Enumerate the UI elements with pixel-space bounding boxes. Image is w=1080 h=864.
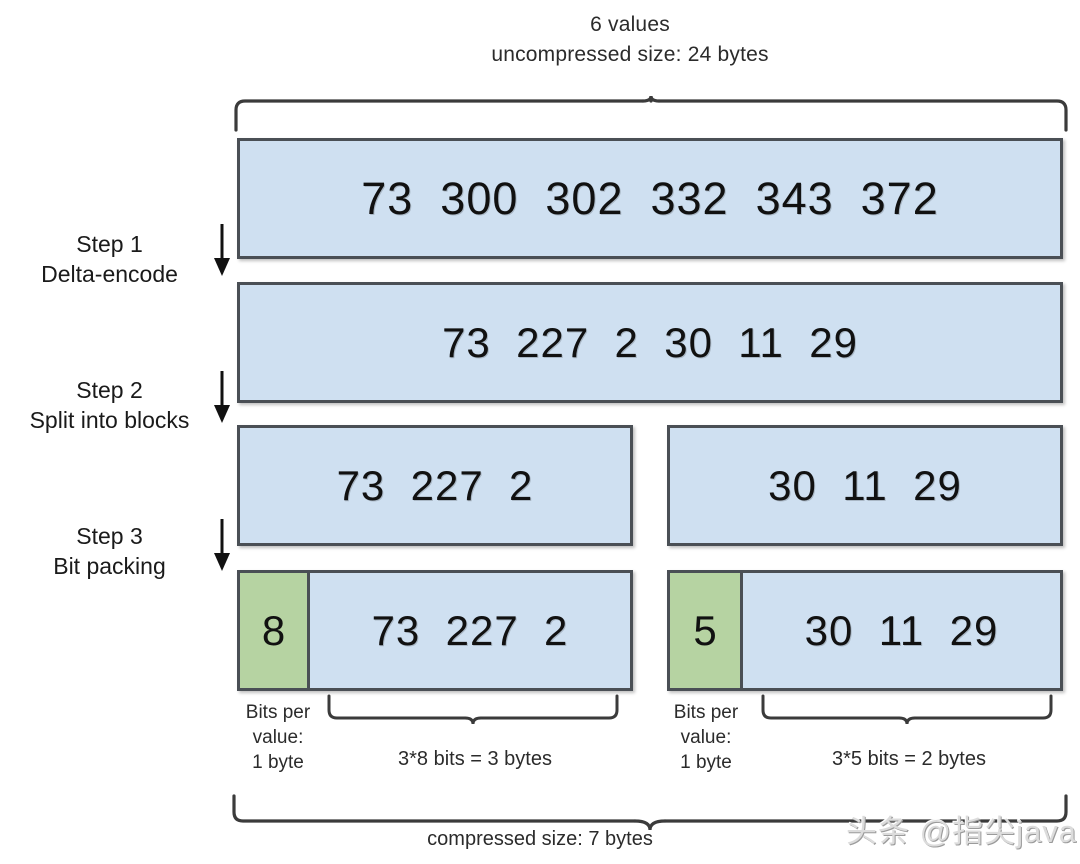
footer-caption: compressed size: 7 bytes — [180, 828, 900, 851]
block-right-values: 30 11 29 — [768, 461, 962, 509]
row-original-values-box: 73 300 302 332 343 372 — [237, 138, 1063, 259]
watermark-text: 头条 @指尖java — [846, 814, 1077, 849]
payload-bytes-note-right: 3*5 bits = 2 bytes — [764, 748, 1054, 771]
payload-bytes-right-text: 3*5 bits = 2 bytes — [832, 748, 986, 770]
packed-block-left: 8 73 227 2 — [237, 570, 633, 691]
packed-right-bits-cell: 5 — [670, 573, 743, 688]
step-3-number: Step 3 — [76, 523, 143, 549]
packed-block-right: 5 30 11 29 — [667, 570, 1063, 691]
bits-per-value-left-line-3: 1 byte — [252, 752, 304, 773]
bits-per-value-right-line-2: value: — [680, 727, 732, 748]
top-brace — [232, 96, 1070, 132]
bottom-brace — [230, 792, 1070, 830]
step-3-arrow-icon — [210, 519, 234, 571]
block-box-right: 30 11 29 — [667, 425, 1063, 546]
step-1-number: Step 1 — [76, 231, 143, 257]
step-2-arrow-icon — [210, 371, 234, 423]
packed-left-bits-cell: 8 — [240, 573, 310, 688]
original-values: 73 300 302 332 343 372 — [361, 172, 939, 224]
step-2-label: Step 2 Split into blocks — [2, 375, 217, 435]
bits-per-value-note-right: Bits per value: 1 byte — [656, 700, 756, 775]
step-3-action: Bit packing — [53, 553, 166, 579]
row-delta-values-box: 73 227 2 30 11 29 — [237, 282, 1063, 403]
step-3-label: Step 3 Bit packing — [2, 521, 217, 581]
packed-left-bits-value: 8 — [261, 606, 286, 654]
bits-per-value-right-line-1: Bits per — [673, 702, 739, 723]
step-2-action: Split into blocks — [29, 407, 190, 433]
payload-bytes-note-left: 3*8 bits = 3 bytes — [330, 748, 620, 771]
packed-right-values: 30 11 29 — [804, 606, 999, 654]
header-line-2: uncompressed size: 24 bytes — [491, 43, 769, 66]
packed-left-values: 73 227 2 — [371, 606, 569, 654]
bits-per-value-left-line-2: value: — [252, 727, 304, 748]
compressed-size-text: compressed size: 7 bytes — [427, 828, 653, 850]
delta-values: 73 227 2 30 11 29 — [442, 318, 858, 366]
watermark: 头条 @指尖java — [846, 806, 1077, 851]
block-box-left: 73 227 2 — [237, 425, 633, 546]
step-2-number: Step 2 — [76, 377, 143, 403]
payload-brace-right — [760, 694, 1054, 724]
payload-bytes-left-text: 3*8 bits = 3 bytes — [398, 748, 552, 770]
header-line-1: 6 values — [590, 13, 670, 36]
bits-per-value-left-line-1: Bits per — [245, 702, 311, 723]
block-left-values: 73 227 2 — [336, 461, 534, 509]
step-1-action: Delta-encode — [41, 261, 178, 287]
header-caption: 6 values uncompressed size: 24 bytes — [0, 10, 1080, 70]
step-1-label: Step 1 Delta-encode — [2, 229, 217, 289]
payload-brace-left — [326, 694, 620, 724]
step-1-arrow-icon — [210, 224, 234, 276]
bits-per-value-note-left: Bits per value: 1 byte — [228, 700, 328, 775]
packed-right-bits-value: 5 — [693, 606, 717, 654]
bits-per-value-right-line-3: 1 byte — [680, 752, 732, 773]
